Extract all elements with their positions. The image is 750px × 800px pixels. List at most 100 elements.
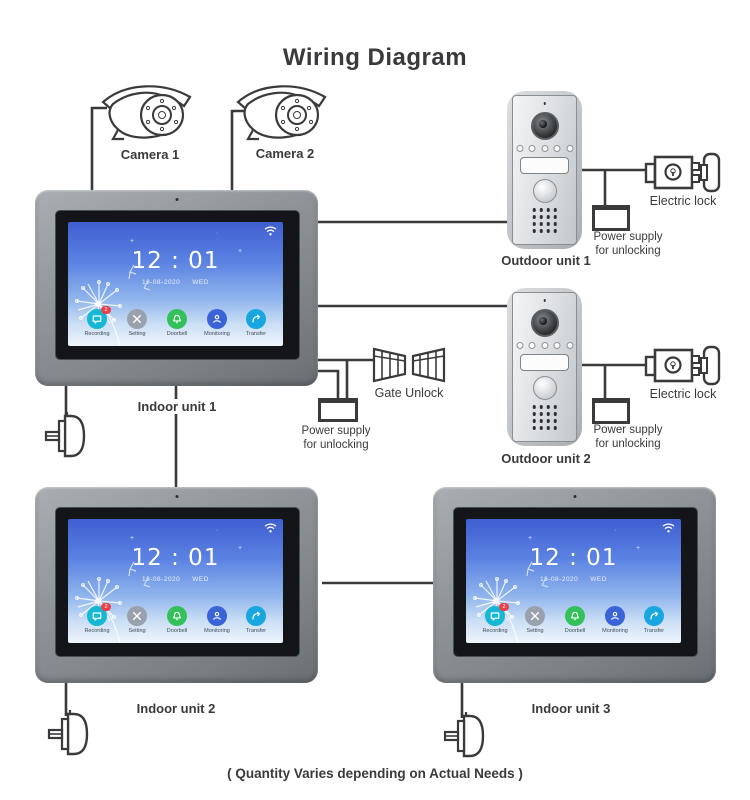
- speaker-grille: [532, 208, 557, 233]
- wifi-icon: [662, 523, 675, 533]
- weekday-text: WED: [192, 279, 209, 286]
- call-button: [532, 376, 557, 400]
- recording-icon: 2: [87, 603, 111, 626]
- icon-label: Setting: [128, 331, 146, 337]
- gate-unlock-icon: [372, 347, 446, 383]
- gate-power-supply-box: [318, 398, 358, 422]
- electric-lock1-icon: [644, 152, 721, 193]
- doorbell-item: Doorbell: [157, 606, 197, 634]
- wifi-icon: [264, 226, 277, 236]
- doorbell-item: Doorbell: [555, 606, 595, 634]
- setting-icon: [127, 309, 147, 329]
- sparkle: +: [636, 545, 641, 552]
- outdoor-unit-2-label: Outdoor unit 2: [501, 451, 591, 466]
- icon-label: Recording: [84, 331, 110, 337]
- wire-camera1: [90, 106, 107, 190]
- outdoor-unit-1-label: Outdoor unit 1: [501, 253, 591, 268]
- home-icon-row: 2 Recording Setting Doorb: [68, 306, 283, 343]
- gate-unlock-label: Gate Unlock: [374, 386, 444, 400]
- transfer-item: Transfer: [236, 606, 276, 634]
- led-row: [516, 342, 573, 349]
- microphone-hole: [175, 495, 178, 498]
- icon-label: Setting: [128, 628, 146, 634]
- setting-item: Setting: [117, 309, 157, 337]
- icon-label: Monitoring: [204, 331, 230, 337]
- power-adapter2-icon: [47, 710, 89, 756]
- footer-note: ( Quantity Varies depending on Actual Ne…: [227, 766, 523, 781]
- transfer-item: Transfer: [236, 309, 276, 337]
- recording-icon: 2: [87, 306, 111, 329]
- sparkle: ·: [216, 527, 219, 534]
- transfer-icon: [246, 309, 266, 329]
- sparkle: ·: [188, 256, 191, 263]
- clock-time: 12 : 01: [131, 248, 220, 274]
- doorbell-icon: [167, 309, 187, 329]
- clock-time: 12 : 01: [131, 545, 220, 571]
- sparkle: ·: [188, 553, 191, 560]
- electric-lock1-label: Electric lock: [649, 194, 717, 208]
- monitoring-icon: [605, 606, 625, 626]
- sparkle: ·: [216, 230, 219, 237]
- sparkle: +: [130, 238, 135, 245]
- indoor-unit-2-label: Indoor unit 2: [132, 701, 220, 716]
- doorbell-icon: [565, 606, 585, 626]
- icon-label: Recording: [84, 628, 110, 634]
- monitor-bezel: + · + · 12 : 01 18-08-2020 WED 2 Recordin…: [55, 507, 300, 657]
- power-adapter1-icon: [44, 412, 86, 458]
- microphone-hole: [543, 299, 546, 302]
- sparkle: +: [130, 535, 135, 542]
- setting-item: Setting: [515, 606, 555, 634]
- home-icon-row: 2 Recording Setting Doorb: [68, 603, 283, 640]
- led-row: [516, 145, 573, 152]
- doorbell-item: Doorbell: [157, 309, 197, 337]
- camera2-icon: [236, 85, 327, 141]
- clock-time: 12 : 01: [529, 545, 618, 571]
- call-button: [532, 179, 557, 203]
- recording-icon: 2: [485, 603, 509, 626]
- electric-lock2-icon: [644, 345, 721, 386]
- wifi-icon: [264, 523, 277, 533]
- icon-label: Monitoring: [204, 628, 230, 634]
- outdoor2-power-supply-box: [592, 398, 630, 424]
- outdoor-unit: [507, 91, 582, 249]
- date-text: 18-08-2020: [142, 576, 181, 583]
- camera1-icon: [101, 85, 192, 141]
- weekday-text: WED: [192, 576, 209, 583]
- monitoring-item: Monitoring: [197, 606, 237, 634]
- indoor-monitor: + · + · 12 : 01 18-08-2020 WED 2 Recordin…: [35, 487, 318, 683]
- sparkle: +: [238, 248, 243, 255]
- outdoor-panel: [512, 95, 577, 245]
- monitoring-icon: [207, 606, 227, 626]
- recording-item: 2 Recording: [77, 603, 117, 634]
- recording-item: 2 Recording: [475, 603, 515, 634]
- gate-psu-label: Power supply for unlocking: [301, 425, 371, 451]
- outdoor-unit-2: [507, 288, 582, 446]
- indoor-unit-3-label: Indoor unit 3: [527, 701, 615, 716]
- camera1-label: Camera 1: [120, 147, 180, 162]
- speaker-grille: [532, 405, 557, 430]
- monitoring-item: Monitoring: [595, 606, 635, 634]
- recording-item: 2 Recording: [77, 306, 117, 337]
- icon-label: Transfer: [643, 628, 665, 634]
- outdoor-unit: [507, 288, 582, 446]
- icon-label: Doorbell: [166, 628, 188, 634]
- sparkle: +: [238, 545, 243, 552]
- power-adapter3-icon: [443, 712, 485, 758]
- setting-icon: [525, 606, 545, 626]
- transfer-item: Transfer: [634, 606, 674, 634]
- icon-label: Doorbell: [564, 628, 586, 634]
- sparkle: ·: [614, 527, 617, 534]
- outdoor-unit-1: [507, 91, 582, 249]
- microphone-hole: [175, 198, 178, 201]
- doorbell-icon: [167, 606, 187, 626]
- doorbell-camera-icon: [530, 309, 559, 337]
- outdoor-panel: [512, 292, 577, 442]
